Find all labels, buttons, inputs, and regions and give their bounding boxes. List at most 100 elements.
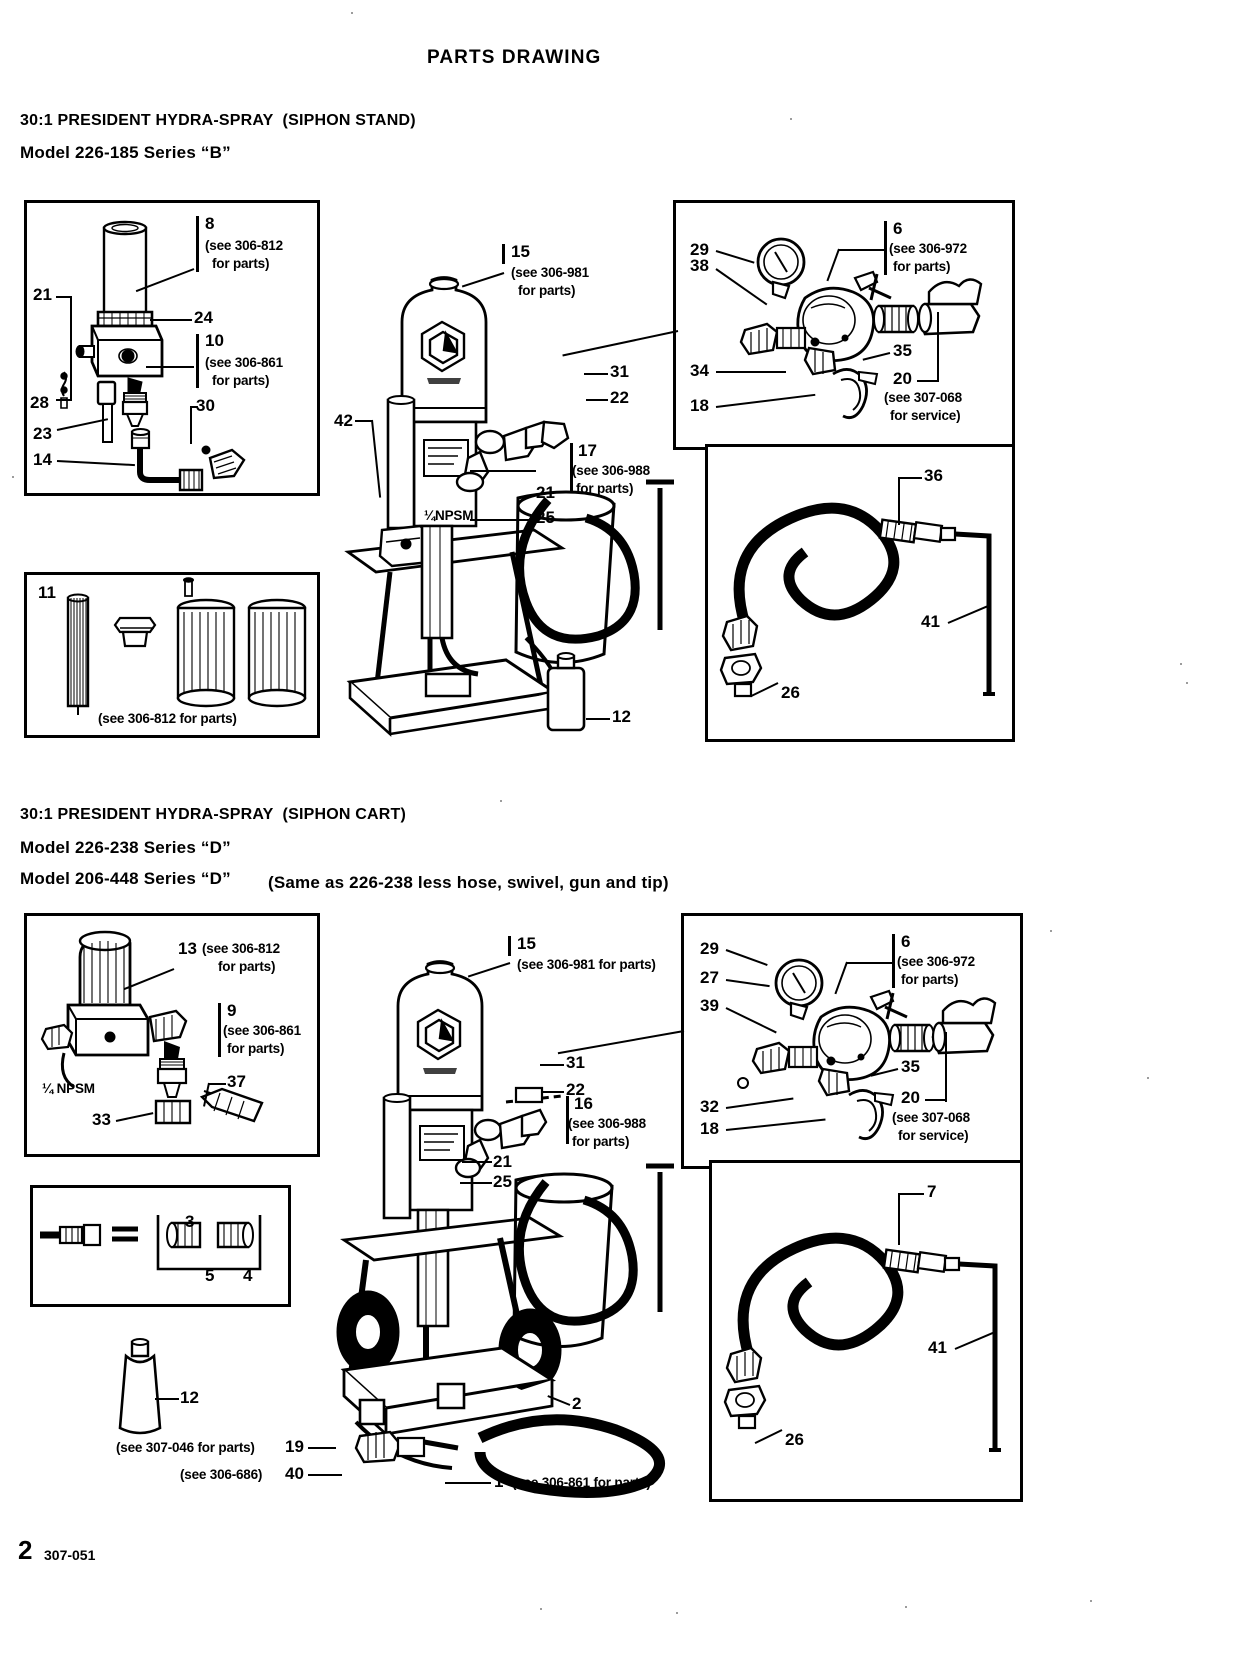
callout-s1-41: 41	[921, 612, 940, 631]
callout-s2-40: 40	[285, 1464, 304, 1483]
leader-s2-7v	[898, 1193, 900, 1245]
section-1-model-1: Model 226-185 Series “B”	[20, 143, 231, 162]
leader-s1-31	[584, 373, 608, 375]
callout-s2-35: 35	[901, 1057, 920, 1076]
callout-s2-29: 29	[700, 939, 719, 958]
callout-s1-20: 20	[893, 369, 912, 388]
callout-s2-1: 1	[494, 1472, 504, 1491]
callout-s2-37: 37	[227, 1072, 246, 1091]
callout-s1-29: 29	[690, 240, 709, 259]
leader-s1-30h	[190, 406, 198, 408]
callout-s2-20: 20	[901, 1088, 920, 1107]
callout-s2-12: 12	[180, 1388, 199, 1407]
callout-s2-13-ref2: for parts)	[218, 959, 276, 974]
illustration-s2-right	[681, 913, 1017, 1163]
callout-s1-22: 22	[610, 388, 629, 407]
callout-s2-25: 25	[493, 1172, 512, 1191]
illustration-s2-center	[330, 930, 700, 1490]
callout-s1-10-ref1: (see 306-861	[205, 355, 283, 370]
callout-s1-6: 6	[893, 219, 903, 238]
callout-s1-21b: 21	[536, 483, 555, 502]
bracket-s1-8	[196, 216, 199, 272]
page-title: PARTS DRAWING	[427, 47, 602, 68]
leader-s1-6h	[838, 249, 884, 251]
callout-s2-9: 9	[227, 1001, 237, 1020]
leader-s1-34	[716, 371, 786, 373]
leader-s2-21	[462, 1161, 492, 1163]
bracket-s1-17	[570, 443, 573, 491]
leader-s2-1	[445, 1482, 491, 1484]
callout-s2-6-ref2: for parts)	[901, 972, 959, 987]
callout-s1-6-ref1: (see 306-972	[889, 241, 967, 256]
callout-s2-27: 27	[700, 968, 719, 987]
callout-s2-16: 16	[574, 1094, 593, 1113]
illustration-s2-left	[24, 913, 314, 1151]
leader-s2-12	[155, 1398, 179, 1400]
section-1-title: 30:1 PRESIDENT HYDRA-SPRAY (SIPHON STAND…	[20, 112, 416, 129]
illustration-s2-bottle	[110, 1330, 200, 1450]
illustration-s1-left	[24, 200, 314, 490]
leader-s1-10	[146, 366, 194, 368]
section-2-title: 30:1 PRESIDENT HYDRA-SPRAY (SIPHON CART)	[20, 806, 407, 823]
callout-s2-32: 32	[700, 1097, 719, 1116]
callout-s1-20-ref2: for service)	[890, 408, 961, 423]
footer-page-number: 2	[18, 1535, 33, 1565]
callout-s2-19-caption: (see 307-046 for parts)	[116, 1440, 255, 1455]
leader-s2-19	[308, 1447, 336, 1449]
leader-s1-28b	[56, 399, 72, 401]
illustration-s1-filters	[24, 572, 314, 732]
callout-s1-17: 17	[578, 441, 597, 460]
bracket-s1-10	[196, 334, 199, 388]
leader-s1-20v	[937, 312, 939, 382]
callout-s2-20-ref1: (see 307-068	[892, 1110, 970, 1125]
callout-s2-33: 33	[92, 1110, 111, 1129]
section-2-model-2-note: (Same as 226-238 less hose, swivel, gun …	[268, 873, 669, 892]
callout-s1-30: 30	[196, 396, 215, 415]
callout-s1-42: 42	[334, 411, 353, 430]
callout-s1-6-ref2: for parts)	[893, 259, 951, 274]
leader-s1-30v	[190, 406, 192, 444]
callout-s2-3: 3	[185, 1212, 195, 1231]
leader-s2-20v	[945, 1032, 947, 1102]
callout-s2-26: 26	[785, 1430, 804, 1449]
leader-s2-22	[542, 1091, 564, 1093]
callout-s2-39: 39	[700, 996, 719, 1015]
leader-s1-21b-line	[470, 470, 536, 472]
illustration-s1-hose	[705, 444, 1009, 736]
callout-s2-6: 6	[901, 932, 911, 951]
leader-s2-25	[460, 1182, 492, 1184]
callout-s2-6-ref1: (see 306-972	[897, 954, 975, 969]
callout-s1-15-ref2: for parts)	[518, 283, 576, 298]
leader-s1-22	[586, 399, 608, 401]
leader-s1-24	[150, 319, 192, 321]
footer-document-id: 307-051	[44, 1547, 96, 1563]
callout-s1-35: 35	[893, 341, 912, 360]
callout-s2-40-caption: (see 306-686)	[180, 1467, 263, 1482]
section-2-model-2: Model 206-448 Series “D”	[20, 869, 231, 888]
illustration-s1-right	[673, 200, 1009, 444]
leader-s1-20h	[917, 380, 939, 382]
callout-s2-41: 41	[928, 1338, 947, 1357]
callout-s1-28: 28	[30, 393, 49, 412]
callout-s2-1-caption: (see 306-861 for parts)	[512, 1475, 651, 1490]
illustration-s2-hose	[709, 1160, 1017, 1496]
callout-s2-7: 7	[927, 1182, 937, 1201]
callout-s1-38: 38	[690, 256, 709, 275]
callout-s1-21: 21	[33, 285, 52, 304]
leader-s2-40	[308, 1474, 342, 1476]
callout-s1-23: 23	[33, 424, 52, 443]
callout-s2-15: 15	[517, 934, 536, 953]
leader-s1-25	[470, 519, 532, 521]
callout-s1-12: 12	[612, 707, 631, 726]
callout-s1-17-ref2: for parts)	[576, 481, 634, 496]
leader-s1-36h	[898, 477, 922, 479]
bracket-s1-6	[884, 221, 887, 275]
callout-s2-18: 18	[700, 1119, 719, 1138]
annotation-s2-npsm: ¼ NPSM	[42, 1081, 95, 1096]
callout-s1-31: 31	[610, 362, 629, 381]
bracket-s2-15	[508, 936, 511, 956]
callout-s2-22: 22	[566, 1080, 585, 1099]
callout-s2-4: 4	[243, 1266, 253, 1285]
leader-s1-21b	[70, 296, 72, 400]
callout-s1-14: 14	[33, 450, 52, 469]
